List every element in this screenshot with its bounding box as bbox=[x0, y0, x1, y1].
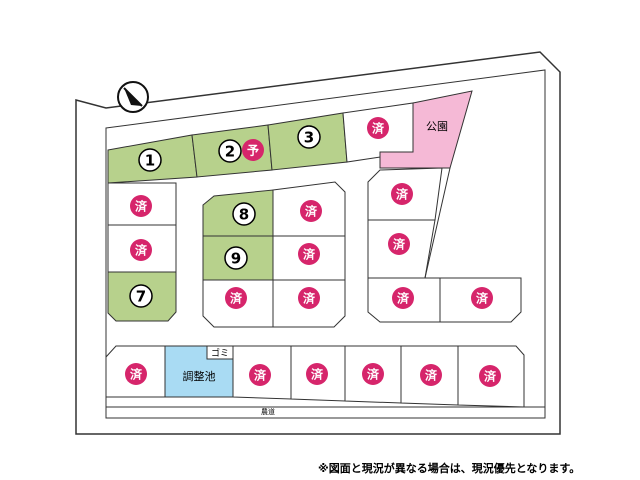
sold-badge: 済 bbox=[391, 183, 413, 205]
sold-badge: 済 bbox=[471, 287, 493, 309]
reserved-badge: 予 bbox=[242, 139, 264, 161]
road-label: 農道 bbox=[261, 407, 275, 416]
sold-badge: 済 bbox=[225, 287, 247, 309]
svg-text:済: 済 bbox=[372, 121, 385, 136]
svg-text:済: 済 bbox=[393, 237, 406, 252]
lot-number-3: 3 bbox=[297, 125, 321, 149]
svg-text:9: 9 bbox=[231, 250, 241, 268]
svg-text:1: 1 bbox=[145, 152, 155, 170]
svg-text:3: 3 bbox=[304, 129, 314, 147]
svg-text:済: 済 bbox=[130, 367, 143, 382]
pond-label: 調整池 bbox=[183, 369, 216, 383]
park-area[interactable] bbox=[379, 90, 473, 169]
sold-badge: 済 bbox=[300, 200, 322, 222]
lot-number-1: 1 bbox=[138, 148, 162, 172]
park-label: 公園 bbox=[426, 120, 448, 133]
footnote: ※図面と現況が異なる場合は、現況優先となります。 bbox=[318, 462, 581, 475]
sold-badge: 済 bbox=[362, 363, 384, 385]
lot-number-8: 8 bbox=[232, 202, 256, 226]
sold-badge: 済 bbox=[130, 195, 152, 217]
svg-text:済: 済 bbox=[254, 368, 267, 383]
sold-badge: 済 bbox=[420, 364, 442, 386]
svg-text:8: 8 bbox=[239, 206, 249, 224]
svg-text:済: 済 bbox=[484, 369, 497, 384]
svg-text:済: 済 bbox=[367, 367, 380, 382]
svg-text:済: 済 bbox=[303, 291, 316, 306]
north-arrow-icon bbox=[117, 81, 149, 113]
svg-text:2: 2 bbox=[225, 143, 235, 161]
svg-text:済: 済 bbox=[397, 291, 410, 306]
sold-badge: 済 bbox=[125, 363, 147, 385]
svg-text:済: 済 bbox=[230, 291, 243, 306]
svg-text:済: 済 bbox=[135, 199, 148, 214]
svg-text:済: 済 bbox=[476, 291, 489, 306]
svg-text:済: 済 bbox=[396, 187, 409, 202]
sold-badge: 済 bbox=[298, 243, 320, 265]
svg-text:済: 済 bbox=[135, 243, 148, 258]
lot-number-2: 2 bbox=[218, 139, 242, 163]
svg-text:7: 7 bbox=[136, 288, 146, 306]
sold-badge: 済 bbox=[249, 364, 271, 386]
sold-badge: 済 bbox=[306, 363, 328, 385]
sold-badge: 済 bbox=[392, 287, 414, 309]
sold-badge: 済 bbox=[388, 233, 410, 255]
sold-badge: 済 bbox=[130, 239, 152, 261]
lot-number-9: 9 bbox=[224, 246, 248, 270]
garbage-label: ゴミ bbox=[211, 347, 229, 359]
svg-text:済: 済 bbox=[311, 367, 324, 382]
svg-text:済: 済 bbox=[425, 368, 438, 383]
svg-text:済: 済 bbox=[303, 247, 316, 262]
svg-text:済: 済 bbox=[305, 204, 318, 219]
sold-badge: 済 bbox=[479, 365, 501, 387]
sold-badge: 済 bbox=[367, 117, 389, 139]
sold-badge: 済 bbox=[298, 287, 320, 309]
svg-text:予: 予 bbox=[247, 144, 259, 158]
lot-number-7: 7 bbox=[129, 284, 153, 308]
